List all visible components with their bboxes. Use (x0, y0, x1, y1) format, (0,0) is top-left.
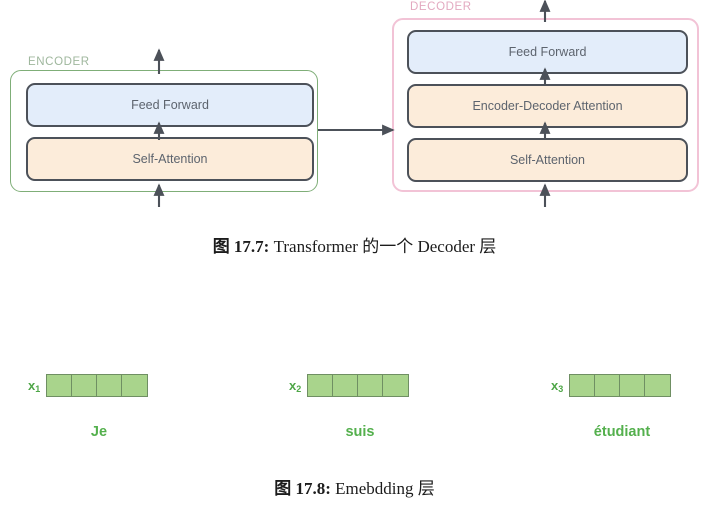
encoder-self-attention-block[interactable]: Self-Attention (26, 137, 314, 181)
embedding-vector-2: x2 (289, 370, 410, 400)
embedding-cell (383, 374, 409, 396)
embedding-vector-1: x1 (28, 370, 149, 400)
embedding-cells-2[interactable] (307, 373, 410, 397)
figure-transformer-decoder-layer: ENCODER Feed Forward Self-Attention DECO… (0, 0, 709, 215)
encoder-group-label: ENCODER (28, 56, 90, 68)
figure-17-8-caption-number: 图 17.8: (274, 479, 331, 498)
embedding-word-2: suis (345, 424, 375, 440)
embedding-tag-x1: x1 (28, 377, 41, 394)
encoder-feed-forward-label: Feed Forward (131, 98, 209, 112)
embedding-word-1: Je (90, 424, 108, 440)
encoder-self-attention-label: Self-Attention (132, 152, 208, 166)
figure-embedding-layer: x1 Je x2 suis x3 (0, 370, 709, 460)
decoder-self-attention-label: Self-Attention (509, 153, 586, 167)
decoder-encoder-decoder-attention-label: Encoder-Decoder Attention (472, 99, 623, 113)
embedding-cell (595, 374, 621, 396)
embedding-tag-subscript-1: 1 (35, 383, 41, 394)
embedding-cell (358, 374, 384, 396)
encoder-feed-forward-block[interactable]: Feed Forward (26, 83, 314, 127)
figure-17-7-caption-number: 图 17.7: (212, 237, 270, 256)
embedding-word-3: étudiant (593, 424, 651, 440)
embedding-tag-subscript-3: 3 (558, 383, 564, 394)
embedding-tag-subscript-2: 2 (296, 383, 302, 394)
embedding-cells-1[interactable] (46, 373, 149, 397)
embedding-cell (97, 374, 123, 396)
embedding-cell (620, 374, 646, 396)
embedding-cell (47, 374, 73, 396)
embedding-cell (570, 374, 596, 396)
decoder-self-attention-block[interactable]: Self-Attention (407, 138, 688, 182)
embedding-cell (72, 374, 98, 396)
embedding-cell (122, 374, 148, 396)
embedding-tag-base-2: x (289, 377, 297, 393)
embedding-cell (308, 374, 334, 396)
decoder-group-label: DECODER (410, 1, 472, 13)
encoder-group-box: Feed Forward Self-Attention (10, 70, 318, 192)
embedding-tag-x3: x3 (551, 377, 564, 394)
figure-17-8-caption-text: Emebdding 层 (330, 479, 435, 498)
decoder-feed-forward-label: Feed Forward (508, 45, 587, 59)
embedding-tag-base-3: x (551, 377, 559, 393)
figure-17-8-caption: 图 17.8: Emebdding 层 (0, 474, 709, 499)
embedding-tag-x2: x2 (289, 377, 302, 394)
decoder-group-box: Feed Forward Encoder-Decoder Attention S… (392, 18, 699, 192)
embedding-cell (645, 374, 671, 396)
figure-17-7-caption: 图 17.7: Transformer 的一个 Decoder 层 (0, 232, 709, 257)
figure-17-7-caption-text: Transformer 的一个 Decoder 层 (269, 237, 497, 256)
embedding-cells-3[interactable] (569, 373, 672, 397)
embedding-vector-3: x3 (551, 370, 672, 400)
decoder-encoder-decoder-attention-block[interactable]: Encoder-Decoder Attention (407, 84, 688, 128)
embedding-cell (333, 374, 359, 396)
embedding-tag-base-1: x (28, 377, 36, 393)
decoder-feed-forward-block[interactable]: Feed Forward (407, 30, 688, 74)
